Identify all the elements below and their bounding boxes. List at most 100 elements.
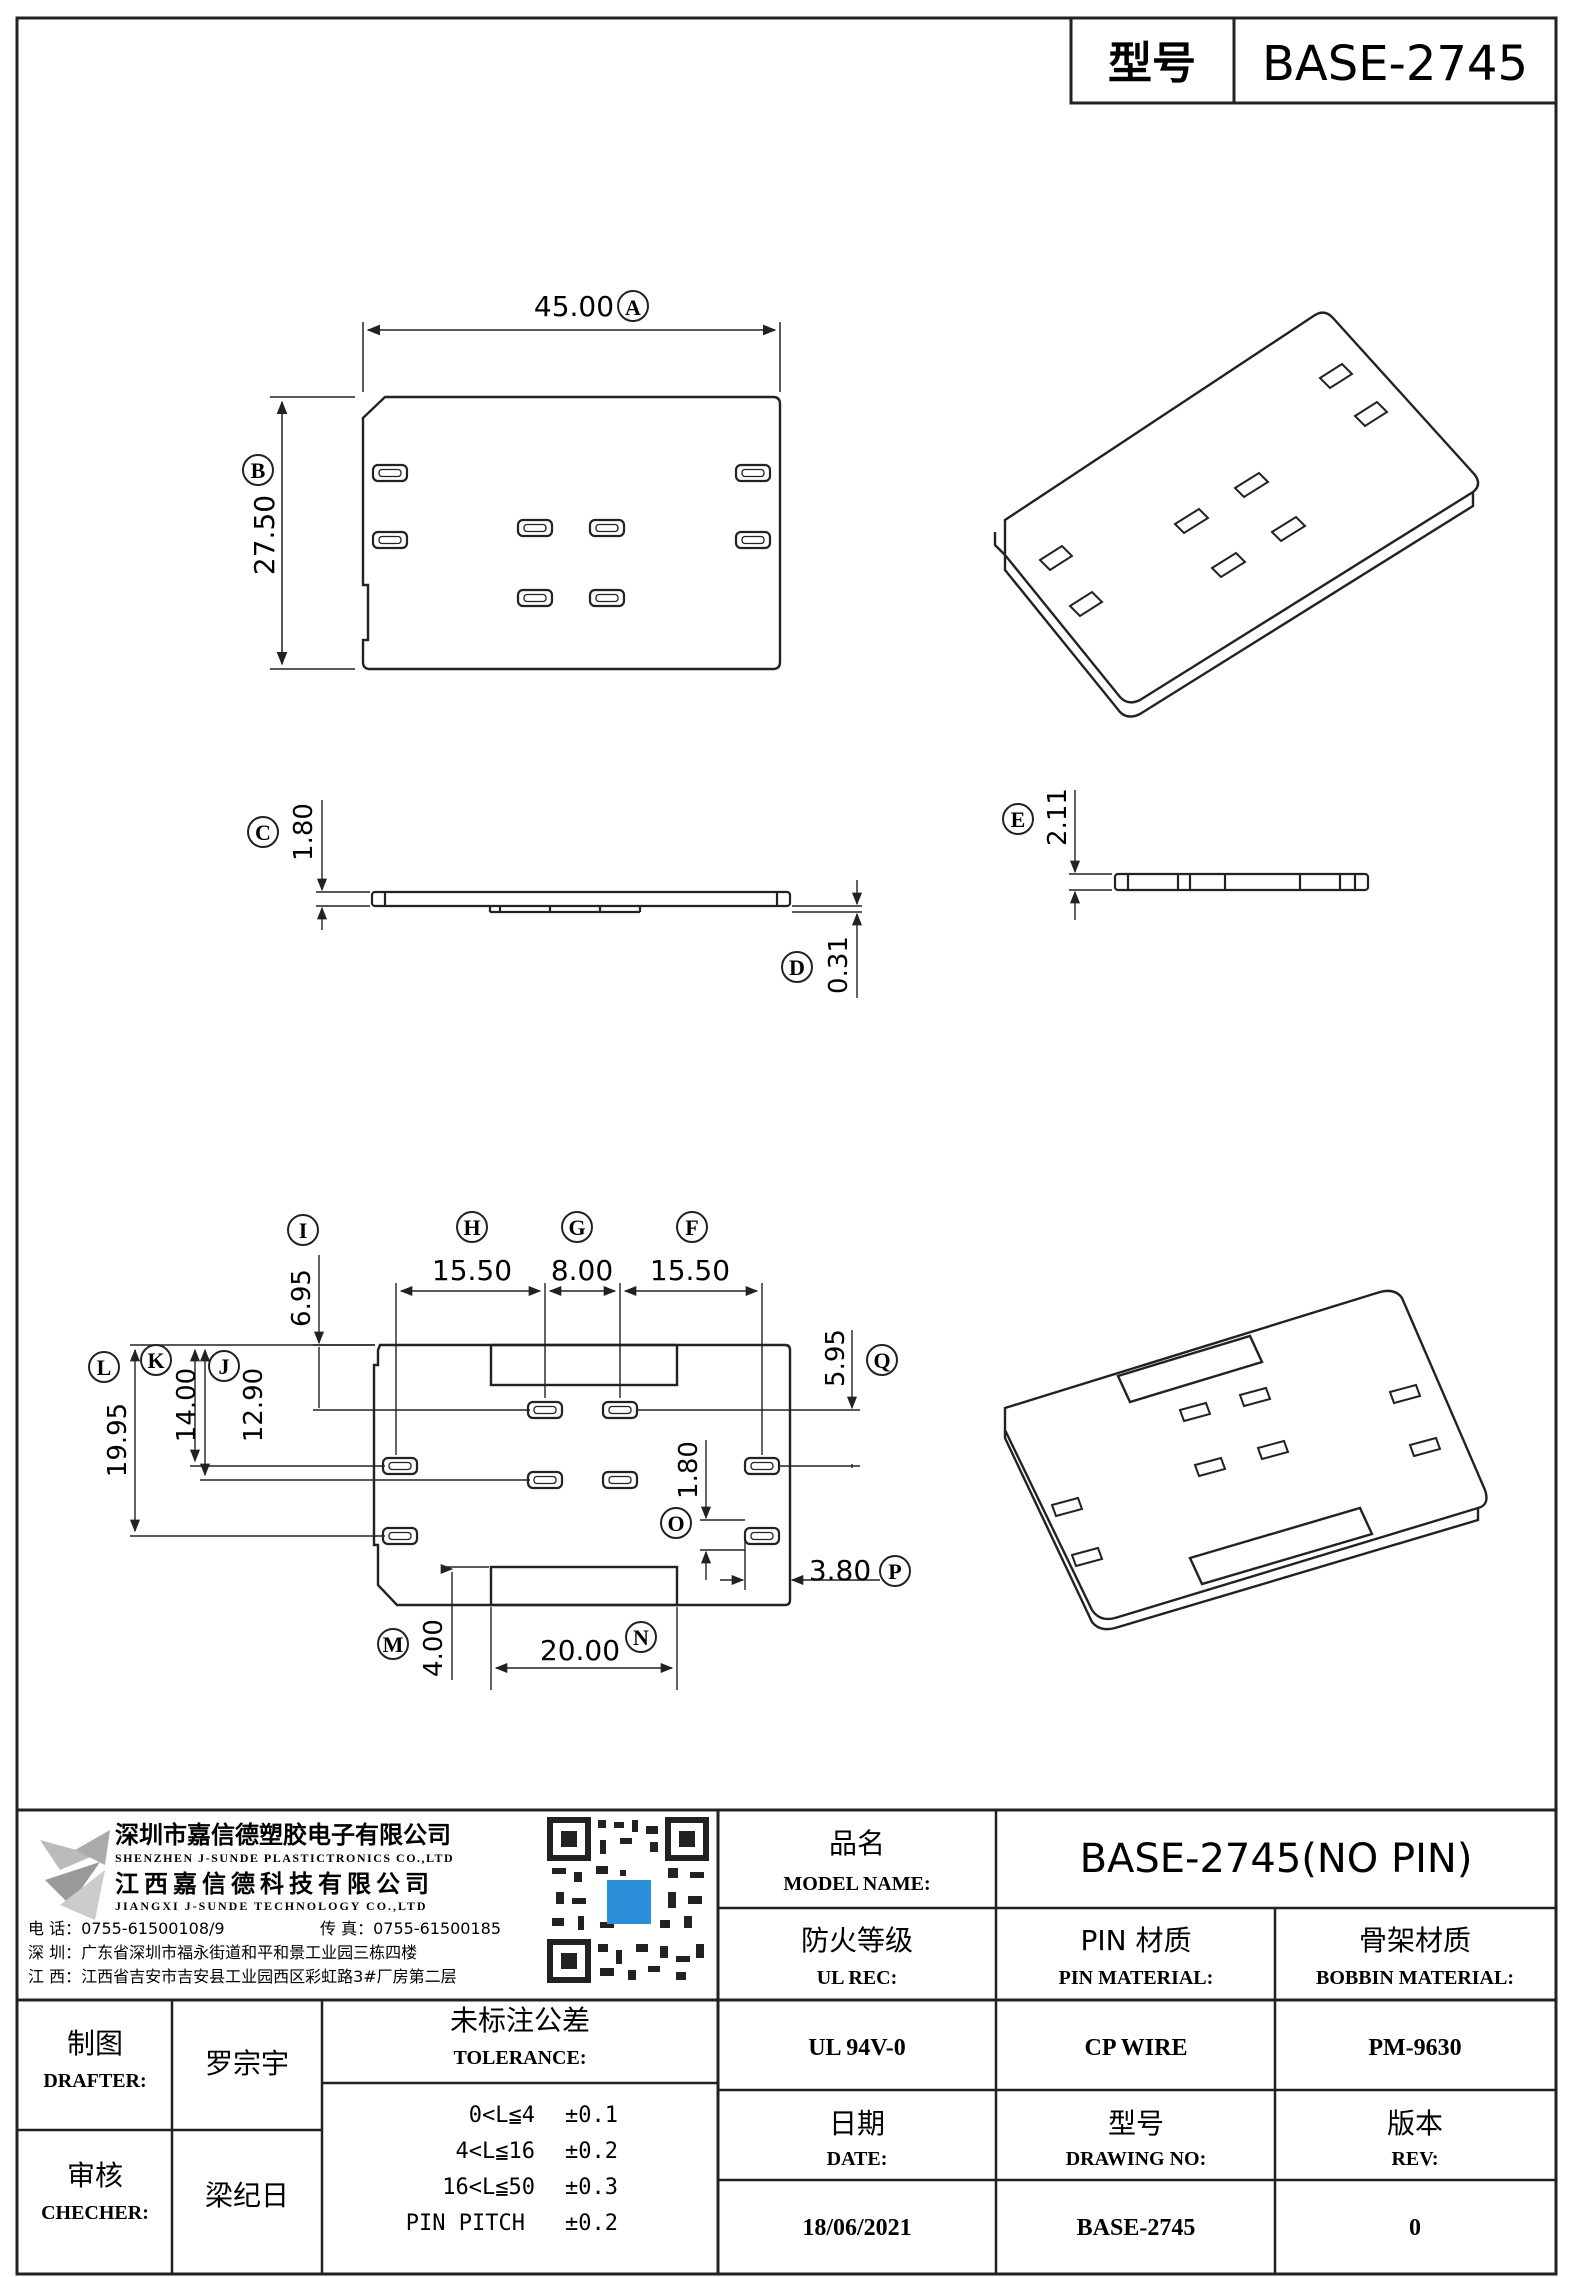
title-block bbox=[17, 1808, 1556, 2274]
tol-value-1: ±0.2 bbox=[565, 2139, 618, 2164]
model-name-cn: 品名 bbox=[829, 1827, 885, 1860]
svg-text:J: J bbox=[219, 1354, 230, 1379]
header-model-label: 型号 bbox=[1108, 38, 1196, 89]
dim-A: 45.00 A bbox=[534, 290, 649, 323]
bobbin-material-en: BOBBIN MATERIAL: bbox=[1316, 1967, 1514, 1989]
svg-text:0.31: 0.31 bbox=[824, 936, 854, 994]
drafter-name: 罗宗宇 bbox=[205, 2047, 289, 2080]
svg-text:20.00: 20.00 bbox=[540, 1634, 620, 1667]
dim-Q: 5.95 Q bbox=[821, 1329, 898, 1387]
dim-F: 15.50 F bbox=[650, 1211, 730, 1287]
top-view bbox=[270, 322, 782, 671]
bottom-view bbox=[129, 1255, 880, 1690]
dim-L: 19.95 L bbox=[88, 1351, 133, 1477]
svg-text:E: E bbox=[1011, 807, 1026, 832]
drawing-no-en: DRAWING NO: bbox=[1066, 2148, 1207, 2170]
tol-value-0: ±0.1 bbox=[565, 2103, 618, 2128]
iso-view-top bbox=[993, 311, 1480, 718]
tolerance-en: TOLERANCE: bbox=[454, 2047, 587, 2069]
qr-code bbox=[547, 1817, 709, 1983]
date-en: DATE: bbox=[827, 2148, 888, 2170]
company-address-jx: 江 西：江西省吉安市吉安县工业园西区彩虹路3#厂房第二层 bbox=[28, 1967, 457, 1986]
pin-material-en: PIN MATERIAL: bbox=[1059, 1967, 1214, 1989]
company-name-jx: 江西嘉信德科技有限公司 bbox=[115, 1870, 434, 1898]
date-cn: 日期 bbox=[829, 2107, 885, 2140]
tol-value-2: ±0.3 bbox=[565, 2175, 618, 2200]
tol-range-0: 0<L≦4 bbox=[469, 2103, 535, 2128]
header-model-value: BASE-2745 bbox=[1262, 36, 1528, 92]
checker-name: 梁纪日 bbox=[205, 2179, 289, 2212]
dim-G: 8.00 G bbox=[551, 1211, 613, 1287]
svg-text:D: D bbox=[789, 955, 805, 980]
model-name-value: BASE-2745(NO PIN) bbox=[1080, 1836, 1473, 1882]
dim-I: 6.95 I bbox=[287, 1214, 319, 1327]
checker-en: CHECHER: bbox=[41, 2202, 149, 2224]
svg-text:I: I bbox=[299, 1218, 308, 1243]
svg-text:Q: Q bbox=[873, 1348, 890, 1373]
dim-C: 1.80 C bbox=[247, 803, 319, 861]
dim-H: 15.50 H bbox=[432, 1211, 512, 1287]
svg-text:B: B bbox=[251, 458, 266, 483]
svg-text:3.80: 3.80 bbox=[809, 1554, 871, 1587]
svg-text:F: F bbox=[685, 1215, 698, 1240]
svg-text:1.80: 1.80 bbox=[289, 803, 319, 861]
company-fax: 传 真：0755-61500185 bbox=[320, 1919, 501, 1938]
dim-N: 20.00 N bbox=[540, 1621, 657, 1667]
ul-value: UL 94V-0 bbox=[808, 2035, 906, 2061]
tol-range-2: 16<L≦50 bbox=[442, 2175, 535, 2200]
svg-text:H: H bbox=[463, 1215, 480, 1240]
svg-text:P: P bbox=[888, 1559, 901, 1584]
checker-cn: 审核 bbox=[67, 2159, 123, 2192]
rev-value: 0 bbox=[1409, 2215, 1421, 2241]
tol-value-3: ±0.2 bbox=[565, 2211, 618, 2236]
svg-text:A: A bbox=[625, 295, 641, 320]
pin-material-value: CP WIRE bbox=[1085, 2035, 1188, 2061]
svg-text:N: N bbox=[633, 1625, 649, 1650]
dim-P: 3.80 P bbox=[809, 1554, 911, 1587]
svg-text:19.95: 19.95 bbox=[103, 1403, 133, 1477]
ul-rec-en: UL REC: bbox=[817, 1967, 898, 1989]
bobbin-material-value: PM-9630 bbox=[1368, 2035, 1461, 2061]
company-address-sz: 深 圳：广东省深圳市福永街道和平和景工业园三栋四楼 bbox=[28, 1943, 417, 1962]
dim-B: 27.50 B bbox=[242, 454, 281, 575]
model-name-en: MODEL NAME: bbox=[783, 1873, 930, 1895]
svg-text:L: L bbox=[97, 1355, 112, 1380]
dim-E: 2.11 E bbox=[1002, 788, 1073, 846]
svg-text:8.00: 8.00 bbox=[551, 1254, 613, 1287]
company-name-sz-en: SHENZHEN J-SUNDE PLASTICTRONICS CO.,LTD bbox=[115, 1851, 454, 1865]
side-view-right bbox=[1069, 790, 1370, 920]
tolerance-table: 0<L≦4 ±0.1 4<L≦16 ±0.2 16<L≦50 ±0.3 PIN … bbox=[406, 2103, 618, 2236]
svg-text:G: G bbox=[568, 1215, 585, 1240]
drawing-no-value: BASE-2745 bbox=[1077, 2215, 1196, 2241]
svg-text:O: O bbox=[667, 1511, 684, 1536]
dim-J: 12.90 J bbox=[208, 1350, 269, 1442]
sheet-border bbox=[15, 16, 1558, 2276]
drafter-en: DRAFTER: bbox=[43, 2070, 146, 2092]
svg-text:M: M bbox=[383, 1632, 404, 1657]
tolerance-cn: 未标注公差 bbox=[450, 2004, 590, 2037]
pin-material-cn: PIN 材质 bbox=[1081, 1924, 1192, 1957]
svg-text:6.95: 6.95 bbox=[287, 1269, 317, 1327]
dim-M: 4.00 M bbox=[377, 1619, 449, 1677]
dim-K: 14.00 K bbox=[140, 1344, 202, 1442]
drawing-no-cn: 型号 bbox=[1108, 2107, 1164, 2140]
dim-D: 0.31 D bbox=[781, 936, 854, 994]
svg-text:5.95: 5.95 bbox=[821, 1329, 851, 1387]
drafter-cn: 制图 bbox=[67, 2027, 123, 2060]
company-phone: 电 话：0755-61500108/9 bbox=[28, 1919, 225, 1938]
svg-text:15.50: 15.50 bbox=[432, 1254, 512, 1287]
tol-range-3: PIN PITCH bbox=[406, 2211, 525, 2236]
tol-range-1: 4<L≦16 bbox=[456, 2139, 535, 2164]
company-name-jx-en: JIANGXI J-SUNDE TECHNOLOGY CO.,LTD bbox=[115, 1899, 428, 1913]
dim-O: 1.80 O bbox=[660, 1441, 704, 1539]
svg-text:15.50: 15.50 bbox=[650, 1254, 730, 1287]
header-model-box: 型号 BASE-2745 bbox=[1069, 16, 1558, 105]
svg-text:K: K bbox=[147, 1348, 164, 1373]
company-name-sz: 深圳市嘉信德塑胶电子有限公司 bbox=[115, 1821, 451, 1849]
svg-text:14.00: 14.00 bbox=[172, 1368, 202, 1442]
date-value: 18/06/2021 bbox=[802, 2215, 911, 2241]
ul-rec-cn: 防火等级 bbox=[801, 1924, 913, 1957]
svg-text:1.80: 1.80 bbox=[674, 1441, 704, 1499]
rev-cn: 版本 bbox=[1387, 2107, 1443, 2140]
